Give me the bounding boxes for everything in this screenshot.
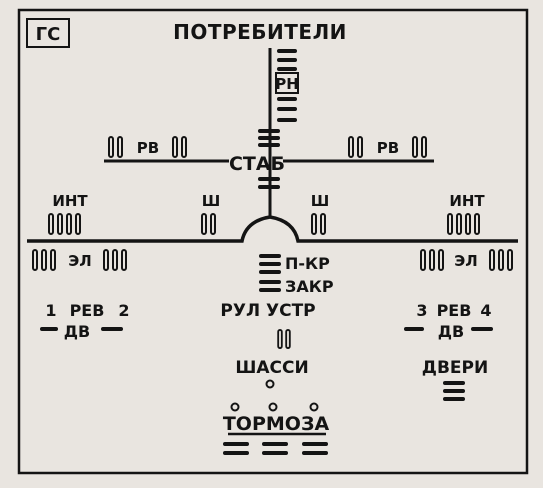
rev-right-label: РЕВ bbox=[437, 301, 472, 320]
dv-left-label: ДВ bbox=[64, 322, 90, 341]
el-right-group: ЭЛ bbox=[420, 249, 513, 271]
system-tag-label: ГС bbox=[36, 24, 61, 45]
sh-left-bars bbox=[201, 213, 216, 235]
system-tag-box bbox=[26, 18, 70, 48]
dveri-group: ДВЕРИ bbox=[422, 358, 488, 401]
rv-right-group: РВ bbox=[348, 136, 427, 158]
zakr-label: ЗАКР bbox=[285, 277, 334, 296]
rev-3-label: 3 bbox=[416, 301, 427, 320]
pkr-label: П-КР bbox=[285, 254, 330, 273]
main-bus-line bbox=[27, 215, 518, 243]
dveri-label: ДВЕРИ bbox=[422, 358, 488, 378]
rul-ustr-label: РУЛ УСТР bbox=[220, 301, 315, 321]
int-left-bars bbox=[48, 213, 81, 235]
rv-right-label: РВ bbox=[377, 139, 399, 157]
int-left-label: ИНТ bbox=[52, 192, 88, 210]
tormoza-label: ТОРМОЗА bbox=[223, 413, 330, 435]
sh-right-bars bbox=[311, 213, 326, 235]
rev-right-group: 3 РЕВ 4 ДВ bbox=[404, 301, 493, 341]
rev-left-group: 1 РЕВ 2 ДВ bbox=[40, 301, 130, 341]
int-right-bars bbox=[447, 213, 480, 235]
rn-label: РН bbox=[275, 75, 299, 93]
tormoza-group: ТОРМОЗА bbox=[223, 402, 330, 455]
stab-label: СТАБ bbox=[229, 153, 285, 175]
rev-left-label: РЕВ bbox=[70, 301, 105, 320]
rev-2-label: 2 bbox=[118, 301, 129, 320]
sh-left-label: Ш bbox=[202, 192, 221, 210]
shassi-group: ШАССИ bbox=[235, 329, 309, 389]
rv-left-label: РВ bbox=[137, 139, 159, 157]
stab-block: СТАБ bbox=[229, 129, 285, 189]
el-left-group: ЭЛ bbox=[32, 249, 127, 271]
rv-left-group: РВ bbox=[108, 136, 187, 158]
rev-4-label: 4 bbox=[480, 301, 491, 320]
el-right-label: ЭЛ bbox=[454, 252, 477, 270]
sh-right-label: Ш bbox=[311, 192, 330, 210]
el-left-label: ЭЛ bbox=[68, 252, 91, 270]
int-right-label: ИНТ bbox=[449, 192, 485, 210]
pkr-zakr-block: П-КР ЗАКР bbox=[259, 254, 334, 296]
dv-right-label: ДВ bbox=[438, 322, 464, 341]
rn-block: РН bbox=[275, 49, 299, 122]
shassi-label: ШАССИ bbox=[235, 358, 308, 378]
rev-1-label: 1 bbox=[45, 301, 56, 320]
outer-frame bbox=[17, 8, 529, 475]
consumers-title: ПОТРЕБИТЕЛИ bbox=[173, 20, 347, 44]
